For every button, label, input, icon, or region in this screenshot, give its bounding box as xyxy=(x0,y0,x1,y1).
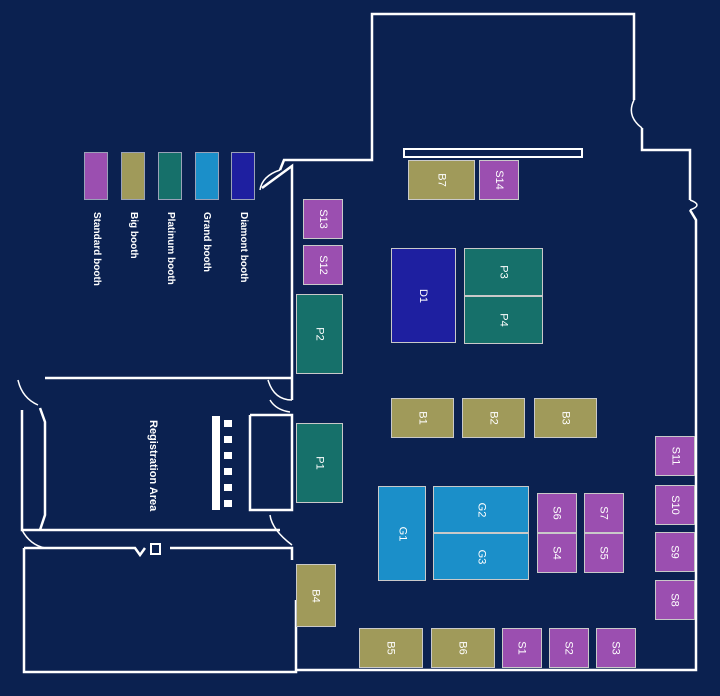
booth-s13[interactable]: S13 xyxy=(303,199,343,239)
booth-b7[interactable]: B7 xyxy=(408,160,475,200)
booth-label: B6 xyxy=(457,641,469,655)
registration-area-label: Registration Area xyxy=(147,420,159,512)
legend-label-standard: Standard booth xyxy=(91,212,102,286)
legend-swatch-platinum xyxy=(158,152,182,200)
desk-seat xyxy=(224,484,232,491)
booth-label: S7 xyxy=(598,506,610,520)
booth-s8[interactable]: S8 xyxy=(655,580,695,620)
booth-s5[interactable]: S5 xyxy=(584,533,624,573)
booth-s14[interactable]: S14 xyxy=(479,160,519,200)
booth-s11[interactable]: S11 xyxy=(655,436,695,476)
desk-seat xyxy=(224,500,232,507)
desk-seat xyxy=(224,468,232,475)
booth-label: B3 xyxy=(559,411,572,425)
booth-label: S2 xyxy=(563,641,575,655)
booth-s9[interactable]: S9 xyxy=(655,532,695,572)
legend-swatch-big xyxy=(121,152,145,200)
booth-label: B4 xyxy=(310,588,322,603)
legend-label-big: Big booth xyxy=(128,212,139,259)
booth-label: B7 xyxy=(435,173,448,187)
booth-s4[interactable]: S4 xyxy=(537,533,577,573)
booth-p4[interactable]: P4 xyxy=(464,296,543,344)
booth-label: S3 xyxy=(610,641,622,655)
booth-label: B2 xyxy=(487,411,500,425)
booth-label: S14 xyxy=(492,170,505,190)
booth-s12[interactable]: S12 xyxy=(303,245,343,285)
booth-s7[interactable]: S7 xyxy=(584,493,624,533)
booth-p1[interactable]: P1 xyxy=(296,423,343,503)
booth-label: S11 xyxy=(668,446,681,466)
booth-label: G3 xyxy=(475,549,487,564)
booth-label: P1 xyxy=(313,456,326,470)
legend-swatch-standard xyxy=(84,152,108,200)
booth-s3[interactable]: S3 xyxy=(596,628,636,668)
booth-label: S8 xyxy=(669,593,681,607)
booth-label: S6 xyxy=(551,506,563,520)
booth-label: S10 xyxy=(668,495,681,515)
booth-g2[interactable]: G2 xyxy=(433,486,529,533)
booth-p3[interactable]: P3 xyxy=(464,248,543,296)
booth-label: B1 xyxy=(416,411,429,425)
booth-d1[interactable]: D1 xyxy=(391,248,456,343)
legend-swatch-diamond xyxy=(231,152,255,200)
booth-label: P3 xyxy=(497,265,510,279)
booth-label: G2 xyxy=(475,502,487,517)
booth-label: S1 xyxy=(516,641,528,655)
desk-seat xyxy=(224,420,232,427)
booth-s10[interactable]: S10 xyxy=(655,485,695,525)
booth-label: D1 xyxy=(417,288,430,303)
booth-label: S9 xyxy=(669,545,681,559)
booth-b1[interactable]: B1 xyxy=(391,398,454,438)
booth-s6[interactable]: S6 xyxy=(537,493,577,533)
booth-b5[interactable]: B5 xyxy=(359,628,423,668)
legend-label-diamond: Diamont booth xyxy=(238,212,249,283)
legend-swatch-grand xyxy=(195,152,219,200)
booth-s2[interactable]: S2 xyxy=(549,628,589,668)
desk-seat xyxy=(224,436,232,443)
booth-b6[interactable]: B6 xyxy=(431,628,495,668)
desk-seat xyxy=(224,452,232,459)
booth-label: S5 xyxy=(598,546,610,560)
booth-s1[interactable]: S1 xyxy=(502,628,542,668)
booth-label: S12 xyxy=(316,255,329,275)
booth-b3[interactable]: B3 xyxy=(534,398,597,438)
booth-g1[interactable]: G1 xyxy=(378,486,426,581)
booth-b2[interactable]: B2 xyxy=(462,398,525,438)
legend-label-platinum: Platinum booth xyxy=(165,212,176,285)
booth-label: B5 xyxy=(385,641,397,655)
booth-label: S13 xyxy=(316,209,329,229)
booth-p2[interactable]: P2 xyxy=(296,294,343,374)
booth-b4[interactable]: B4 xyxy=(296,564,336,627)
booth-label: P4 xyxy=(497,313,510,327)
legend-label-grand: Grand booth xyxy=(201,212,212,272)
booth-label: S4 xyxy=(551,546,563,560)
booth-label: P2 xyxy=(313,327,326,341)
booth-label: G1 xyxy=(396,526,408,541)
booth-g3[interactable]: G3 xyxy=(433,533,529,580)
